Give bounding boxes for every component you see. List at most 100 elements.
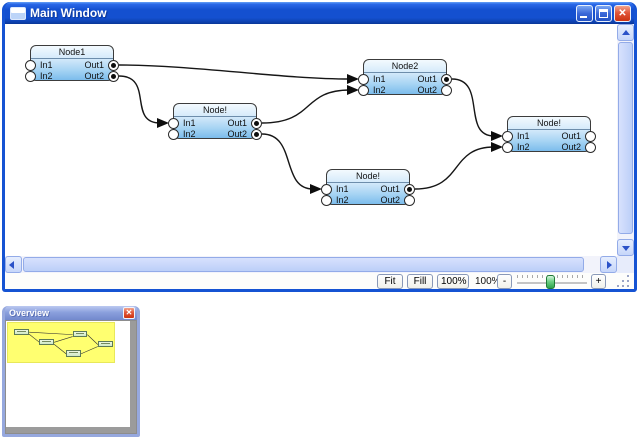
edges-layer: [118, 64, 503, 194]
port-out1[interactable]: [441, 74, 452, 85]
minimize-button[interactable]: [576, 5, 593, 22]
scrollbar-corner: [617, 256, 634, 273]
zoom-in-button[interactable]: +: [591, 274, 606, 289]
port-out1[interactable]: [404, 184, 415, 195]
mini-edge: [28, 333, 40, 343]
port-label-out1: Out1: [380, 184, 400, 194]
resize-grip[interactable]: [617, 275, 630, 288]
horizontal-scrollbar[interactable]: [5, 256, 617, 273]
port-out2[interactable]: [251, 129, 262, 140]
mini-edge: [54, 336, 73, 343]
mini-edge: [80, 346, 98, 355]
port-label-in1: In1: [336, 184, 349, 194]
window-controls: ✕: [576, 5, 631, 22]
zoom-100-button[interactable]: 100%: [437, 274, 469, 289]
overview-close-button[interactable]: ✕: [123, 307, 135, 319]
node-title: Node!: [174, 104, 256, 117]
graph-node[interactable]: Node! In1 In2 Out1 Out2: [168, 103, 262, 140]
port-label-out1: Out1: [417, 74, 437, 84]
port-in1[interactable]: [502, 131, 513, 142]
port-in2[interactable]: [321, 195, 332, 206]
overview-viewport-rect[interactable]: [7, 322, 115, 363]
main-window: Main Window ✕ Node1 In1 In2 Out1 Out2 No…: [2, 2, 637, 292]
graph-node[interactable]: Node! In1 In2 Out1 Out2: [502, 116, 596, 153]
mini-node: [97, 341, 113, 348]
overview-titlebar[interactable]: Overview ✕: [5, 306, 137, 320]
edge[interactable]: [261, 133, 314, 190]
close-button[interactable]: ✕: [614, 5, 631, 22]
graph-node[interactable]: Node1 In1 In2 Out1 Out2: [25, 45, 119, 82]
edge-arrow-icon: [347, 85, 359, 95]
scroll-left-button[interactable]: [5, 256, 22, 273]
port-in1[interactable]: [168, 118, 179, 129]
port-label-in1: In1: [40, 60, 53, 70]
mini-node: [66, 350, 81, 357]
port-out1[interactable]: [251, 118, 262, 129]
port-in2[interactable]: [168, 129, 179, 140]
edge[interactable]: [451, 78, 495, 137]
zoom-slider[interactable]: [517, 274, 587, 289]
edge[interactable]: [414, 146, 495, 190]
node-title: Node!: [327, 170, 409, 183]
port-label-out2: Out2: [417, 85, 437, 95]
fit-button[interactable]: Fit: [377, 274, 403, 289]
port-in1[interactable]: [358, 74, 369, 85]
minimize-icon: [580, 16, 587, 18]
port-label-in2: In2: [40, 71, 53, 81]
down-arrow-icon: [622, 246, 630, 251]
port-in2[interactable]: [358, 85, 369, 96]
maximize-button[interactable]: [595, 5, 612, 22]
node-title: Node!: [508, 117, 590, 130]
port-label-out2: Out2: [227, 129, 247, 139]
close-icon: ✕: [125, 308, 133, 317]
graph-node[interactable]: Node2 In1 In2 Out1 Out2: [358, 59, 452, 96]
vertical-scroll-thumb[interactable]: [618, 42, 633, 234]
zoom-slider-thumb[interactable]: [546, 275, 555, 289]
port-out1[interactable]: [585, 131, 596, 142]
fill-button[interactable]: Fill: [407, 274, 433, 289]
port-label-in2: In2: [336, 195, 349, 205]
node-title: Node1: [31, 46, 113, 59]
port-label-out1: Out1: [84, 60, 104, 70]
port-label-out2: Out2: [561, 142, 581, 152]
overview-content: [5, 320, 137, 434]
port-label-out2: Out2: [380, 195, 400, 205]
port-in1[interactable]: [321, 184, 332, 195]
port-out2[interactable]: [108, 71, 119, 82]
scroll-up-button[interactable]: [617, 24, 634, 41]
port-out2[interactable]: [441, 85, 452, 96]
port-label-in2: In2: [373, 85, 386, 95]
graph-node[interactable]: Node! In1 In2 Out1 Out2: [321, 169, 415, 206]
mini-node: [39, 338, 55, 346]
port-label-out1: Out1: [227, 118, 247, 128]
overview-title: Overview: [9, 308, 50, 318]
zoom-out-button[interactable]: -: [497, 274, 512, 289]
main-window-titlebar[interactable]: Main Window ✕: [5, 2, 634, 24]
edge[interactable]: [261, 89, 351, 124]
edge-arrow-icon: [491, 142, 503, 152]
port-out1[interactable]: [108, 60, 119, 71]
port-in1[interactable]: [25, 60, 36, 71]
horizontal-scroll-thumb[interactable]: [23, 257, 584, 272]
edge-arrow-icon: [347, 74, 359, 84]
port-out2[interactable]: [404, 195, 415, 206]
close-icon: ✕: [618, 8, 627, 19]
scroll-down-button[interactable]: [617, 239, 634, 256]
node-title: Node2: [364, 60, 446, 73]
maximize-icon: [599, 9, 608, 18]
port-label-in1: In1: [517, 131, 530, 141]
port-in2[interactable]: [502, 142, 513, 153]
vertical-scrollbar[interactable]: [617, 24, 634, 256]
edge[interactable]: [118, 75, 161, 124]
edge-arrow-icon: [310, 184, 322, 194]
port-label-in1: In1: [183, 118, 196, 128]
up-arrow-icon: [622, 30, 630, 35]
scroll-right-button[interactable]: [600, 256, 617, 273]
port-in2[interactable]: [25, 71, 36, 82]
node-graph-canvas[interactable]: Node1 In1 In2 Out1 Out2 Node! In1 In2 Ou…: [5, 24, 617, 256]
edge[interactable]: [118, 64, 351, 80]
mini-edge: [53, 344, 67, 355]
port-label-in1: In1: [373, 74, 386, 84]
mini-edges-layer: [28, 331, 99, 355]
port-out2[interactable]: [585, 142, 596, 153]
